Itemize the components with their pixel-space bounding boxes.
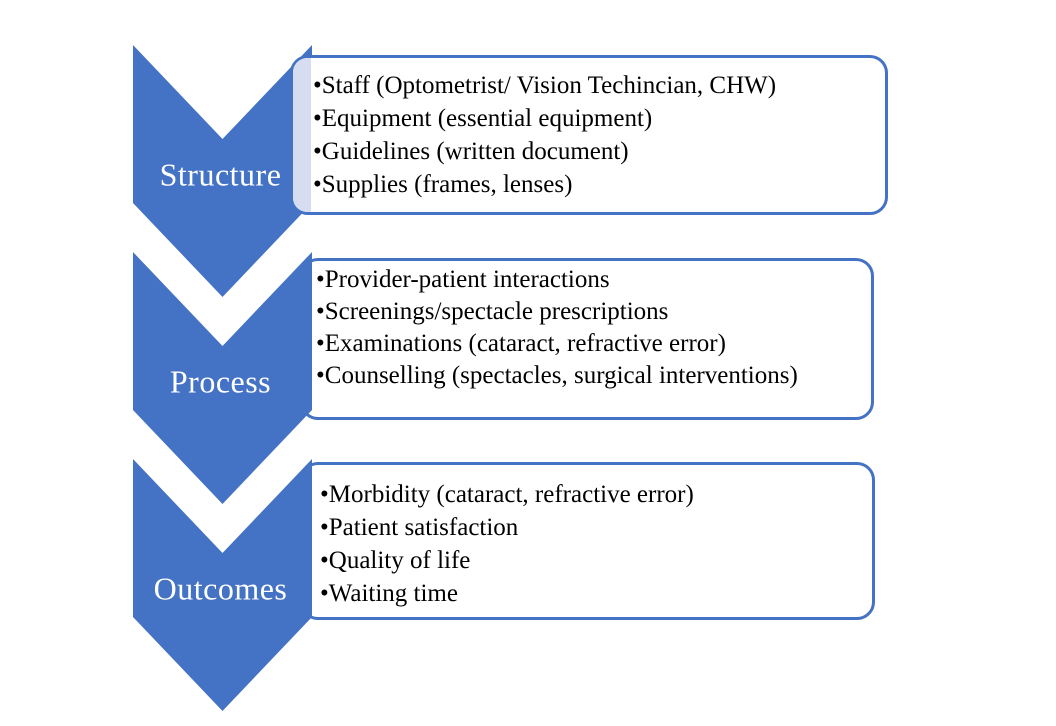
chevron-outcomes: Outcomes [133, 459, 312, 711]
bullet-item: Waiting time [320, 577, 860, 610]
bullet-item: Provider-patient interactions [316, 264, 859, 296]
bullet-item: Morbidity (cataract, refractive error) [320, 478, 860, 511]
structure-details-box: Staff (Optometrist/ Vision Techincian, C… [290, 55, 888, 215]
bullet-item: Screenings/spectacle prescriptions [316, 296, 859, 328]
outcomes-bullet-list: Morbidity (cataract, refractive error) P… [320, 478, 860, 610]
chevron-down-icon [133, 45, 312, 297]
bullet-item: Staff (Optometrist/ Vision Techincian, C… [313, 69, 873, 102]
chevron-process: Process [133, 252, 312, 504]
stage-label-outcomes: Outcomes [153, 570, 288, 607]
outcomes-details-box: Morbidity (cataract, refractive error) P… [300, 462, 875, 620]
bullet-item: Guidelines (written document) [313, 135, 873, 168]
stage-label-process: Process [169, 363, 272, 400]
chevron-down-icon [133, 459, 312, 711]
bullet-item: Examinations (cataract, refractive error… [316, 328, 859, 360]
bullet-item: Patient satisfaction [320, 511, 860, 544]
bullet-item: Supplies (frames, lenses) [313, 168, 873, 201]
process-details-box: Provider-patient interactions Screenings… [300, 258, 874, 420]
box-left-accent-strip [293, 58, 311, 212]
structure-bullet-list: Staff (Optometrist/ Vision Techincian, C… [313, 69, 873, 201]
bullet-item: Quality of life [320, 544, 860, 577]
process-bullet-list: Provider-patient interactions Screenings… [316, 264, 859, 392]
bullet-item: Equipment (essential equipment) [313, 102, 873, 135]
chevron-structure: Structure [133, 45, 312, 297]
stage-label-structure: Structure [159, 156, 282, 193]
chevron-down-icon [133, 252, 312, 504]
bullet-item: Counselling (spectacles, surgical interv… [316, 360, 859, 392]
